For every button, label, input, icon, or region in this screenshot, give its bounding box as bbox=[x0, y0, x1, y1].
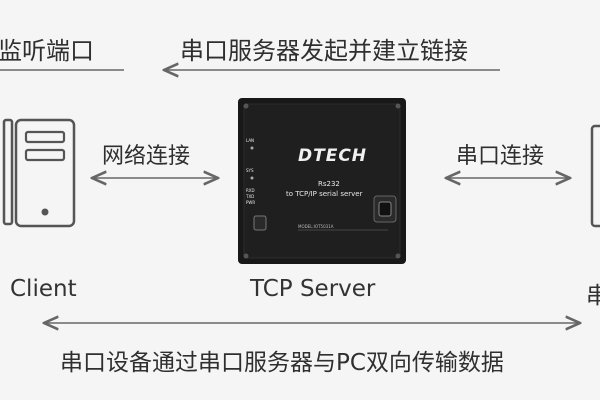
led-rxd-label: RXD bbox=[246, 188, 255, 193]
serial-connection-label: 串口连接 bbox=[456, 144, 545, 169]
serial-server-device: DTECH Rs232 to TCP/IP serial server MODE… bbox=[238, 98, 406, 264]
device-model-line1: Rs232 bbox=[318, 180, 340, 188]
client-computer-icon bbox=[2, 118, 76, 228]
server-initiates-link-label: 串口服务器发起并建立链接 bbox=[180, 37, 468, 65]
bidirectional-data-label: 串口设备通过串口服务器与PC双向传输数据 bbox=[60, 350, 504, 376]
device-brand: DTECH bbox=[298, 146, 368, 166]
tcp-server-label: TCP Server bbox=[250, 276, 376, 302]
listen-port-label: 监听端口 bbox=[0, 37, 94, 65]
right-device-label: 串 bbox=[586, 283, 600, 309]
led-pwr-label: PWR bbox=[246, 200, 256, 205]
network-connection-label: 网络连接 bbox=[102, 144, 191, 169]
led-txd-label: TXD bbox=[246, 194, 255, 199]
led-lan-label: LAN bbox=[246, 138, 255, 143]
device-model-number: MODEL:IOT5031A bbox=[298, 224, 334, 229]
device-body bbox=[238, 98, 406, 264]
device-model-line2: to TCP/IP serial server bbox=[286, 190, 363, 198]
serial-device-icon bbox=[590, 124, 600, 228]
client-label: Client bbox=[10, 276, 77, 302]
led-sys-label: SYS bbox=[246, 168, 254, 173]
